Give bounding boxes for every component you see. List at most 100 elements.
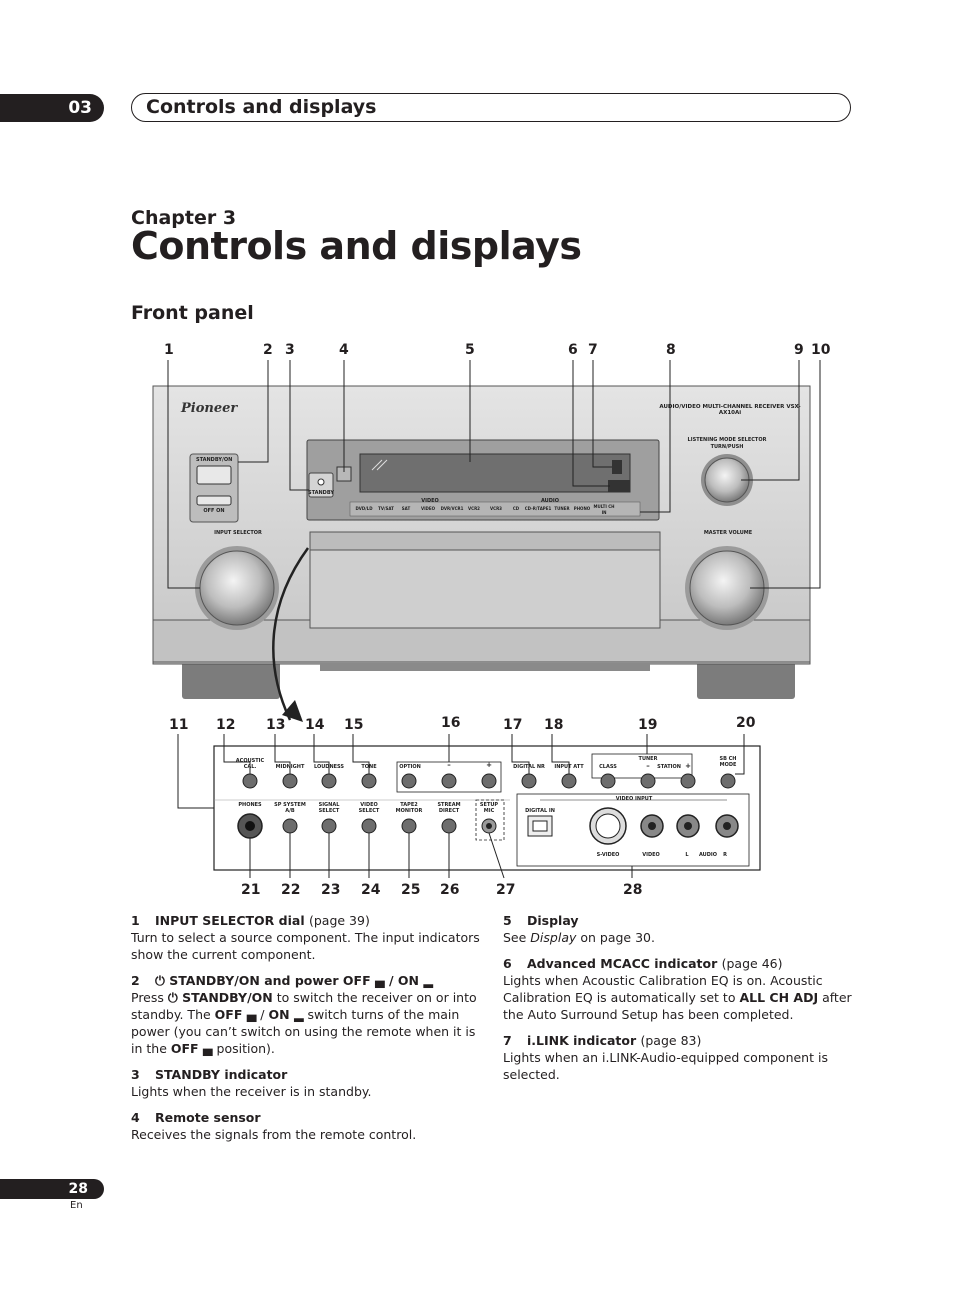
callout-10: 10 <box>811 342 831 358</box>
minus-label: – <box>447 761 451 769</box>
item-2: 2⏻ STANDBY/ON and power OFF ▄ / ON ▂ Pre… <box>131 973 477 1056</box>
callout-8: 8 <box>666 342 676 358</box>
audio-l-label: L <box>685 852 689 858</box>
station-plus-label: + <box>685 762 691 770</box>
turn-push-label: TURN/PUSH <box>710 444 744 450</box>
standby-on-label: STANDBY/ON <box>196 457 233 463</box>
callout-4: 4 <box>339 342 349 358</box>
input-selector-label: INPUT SELECTOR <box>214 530 262 536</box>
audio-label: AUDIO <box>698 852 718 858</box>
callout-12: 12 <box>216 717 236 733</box>
sub-leader-lines <box>177 734 745 879</box>
video-group-label: VIDEO <box>421 498 439 504</box>
callout-1: 1 <box>164 342 174 358</box>
callout-16: 16 <box>441 715 461 731</box>
callout-7: 7 <box>588 342 598 358</box>
plus-label: + <box>486 761 492 769</box>
phones-label: PHONES <box>238 802 262 808</box>
audio-group-label: AUDIO <box>540 498 560 504</box>
acoustic-cal-label: ACOUSTIC CAL. <box>235 758 265 770</box>
callout-13: 13 <box>266 717 286 733</box>
indicator-tv-sat: TV/SAT <box>378 506 394 511</box>
indicator-sat: SAT <box>401 506 411 511</box>
video-jack-label: VIDEO <box>642 852 660 858</box>
callout-27: 27 <box>496 882 516 898</box>
tape2-monitor-label: TAPE2 MONITOR <box>395 802 423 814</box>
page-language: En <box>70 1200 83 1211</box>
indicator-dvr-vcr1: DVR/VCR1 <box>440 506 464 511</box>
callout-5: 5 <box>465 342 475 358</box>
indicator-phono: PHONO <box>573 506 591 511</box>
page-title: Controls and displays <box>131 224 582 268</box>
indicator-cd-r-tape1: CD-R/TAPE1 <box>524 506 552 511</box>
callout-17: 17 <box>503 717 523 733</box>
chapter-number-tab: 03 <box>0 94 104 122</box>
callout-2: 2 <box>263 342 273 358</box>
listening-mode-selector-label: LISTENING MODE SELECTOR <box>687 437 767 443</box>
sbch-mode-label: SB CH MODE <box>719 756 737 768</box>
indicator-video: VIDEO <box>420 506 436 511</box>
callout-28: 28 <box>623 882 643 898</box>
front-panel-figure: Pioneer <box>0 330 954 910</box>
chapter-header-title: Controls and displays <box>146 96 377 118</box>
indicator-tuner: TUNER <box>554 506 570 511</box>
sp-system-label: SP SYSTEM A/B <box>274 802 306 814</box>
sub-panel <box>213 745 761 871</box>
master-volume-label: MASTER VOLUME <box>703 530 753 536</box>
front-panel-diagram: Pioneer <box>152 360 821 879</box>
tone-label: TONE <box>361 764 377 770</box>
callout-18: 18 <box>544 717 564 733</box>
standby-label: STANDBY <box>308 490 334 496</box>
station-minus-label: – <box>646 762 650 770</box>
callout-6: 6 <box>568 342 578 358</box>
station-label: STATION <box>657 764 681 770</box>
model-label: AUDIO/VIDEO MULTI-CHANNEL RECEIVER VSX-A… <box>659 404 801 416</box>
indicator-vcr3: VCR3 <box>490 506 502 511</box>
callout-11: 11 <box>169 717 189 733</box>
audio-r-label: R <box>723 852 727 858</box>
top-leader-lines <box>167 360 821 589</box>
signal-select-label: SIGNAL SELECT <box>318 802 340 814</box>
s-video-label: S-VIDEO <box>596 852 620 858</box>
callout-26: 26 <box>440 882 460 898</box>
callout-15: 15 <box>344 717 364 733</box>
indicator-vcr2: VCR2 <box>468 506 480 511</box>
callout-20: 20 <box>736 715 756 731</box>
loudness-label: LOUDNESS <box>313 764 345 770</box>
indicator-multi-ch-in: MULTI CH IN <box>593 504 615 515</box>
callout-22: 22 <box>281 882 301 898</box>
option-label: OPTION <box>399 764 421 770</box>
callout-9: 9 <box>794 342 804 358</box>
stream-direct-label: STREAM DIRECT <box>437 802 461 814</box>
digital-nr-label: DIGITAL NR <box>513 764 545 770</box>
receiver-body: Pioneer <box>152 385 811 722</box>
callout-24: 24 <box>361 882 381 898</box>
page-number-tab: 28 <box>0 1179 104 1199</box>
class-label: CLASS <box>599 764 617 770</box>
chapter-label: Chapter 3 <box>131 207 237 229</box>
chapter-header-bar: Controls and displays <box>131 93 851 122</box>
indicator-cd: CD <box>512 506 520 511</box>
video-select-label: VIDEO SELECT <box>358 802 380 814</box>
page-number: 28 <box>68 1181 88 1197</box>
video-input-label: VIDEO INPUT <box>615 796 653 802</box>
callout-14: 14 <box>305 717 325 733</box>
callout-19: 19 <box>638 717 658 733</box>
tuner-label: TUNER <box>638 756 658 762</box>
midnight-label: MIDNIGHT <box>275 764 305 770</box>
input-att-label: INPUT ATT <box>554 764 584 770</box>
callout-3: 3 <box>285 342 295 358</box>
off-on-label: OFF ON <box>203 508 225 514</box>
setup-mic-label: SETUP MIC <box>479 802 499 814</box>
callout-25: 25 <box>401 882 421 898</box>
callout-23: 23 <box>321 882 341 898</box>
chapter-number: 03 <box>68 98 92 118</box>
